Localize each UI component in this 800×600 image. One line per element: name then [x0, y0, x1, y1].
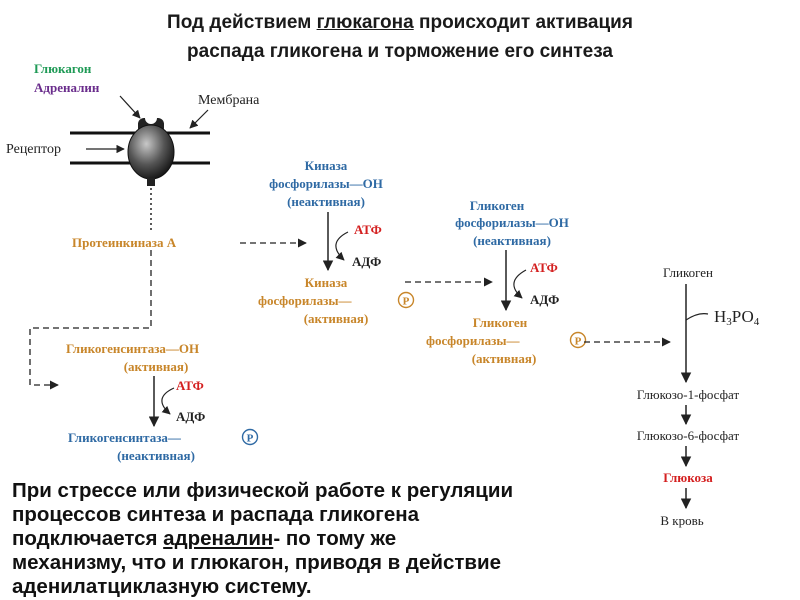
to-blood-label: В кровь — [660, 513, 703, 528]
bottom-line-3: подключается адреналин- по тому же — [12, 527, 702, 551]
phosphorylase-phosphate-symbol: Р — [575, 336, 582, 348]
glucose-6-phosphate-label: Глюкозо-6-фосфат — [637, 428, 740, 443]
membrane-arrow — [189, 109, 209, 129]
bottom-text: - по тому же — [273, 527, 397, 550]
phosphorylase-adp-label: АДФ — [530, 292, 559, 307]
bottom-text: подключается — [12, 527, 164, 550]
bottom-explanation: При стрессе или физической работе к регу… — [12, 479, 702, 600]
phosphorylase-active-line3: (активная) — [472, 351, 537, 366]
kinase-active-line1: Киназа — [305, 275, 348, 290]
pka-to-synthase-path — [29, 250, 152, 390]
h3po4-label: Н3РО4 — [714, 307, 760, 328]
phosphorylase-phosphate-icon — [569, 331, 587, 349]
synthase-active-line1: Гликогенсинтаза—ОН — [66, 341, 199, 356]
synthase-adp-label: АДФ — [176, 409, 205, 424]
phosphorylase-inactive-line3: (неактивная) — [473, 233, 551, 248]
kinase-atp-adp-curve — [335, 231, 349, 261]
title-underlined: глюкагона — [316, 12, 414, 33]
bottom-line-4: механизму, что и глюкагон, приводя в дей… — [12, 551, 501, 574]
bottom-line-2: процессов синтеза и распада гликогена — [12, 503, 420, 526]
phosphorylase-active-line2: фосфорилазы— — [426, 333, 520, 348]
receptor-icon — [127, 112, 175, 186]
bottom-line-1: При стрессе или физической работе к регу… — [12, 479, 514, 502]
glucagon-label: Глюкагон — [34, 61, 92, 76]
title-line-2: распада гликогена и торможение его синте… — [187, 41, 613, 62]
kinase-inactive-line3: (неактивная) — [287, 194, 365, 209]
synthase-phosphate-symbol: Р — [247, 433, 254, 445]
kinase-adp-label: АДФ — [352, 254, 381, 269]
slide-title: Под действием глюкагона происходит актив… — [0, 8, 800, 66]
synthase-phosphate-icon — [241, 428, 259, 446]
protein-kinase-a-label: Протеинкиназа А — [72, 235, 177, 250]
adrenaline-label: Адреналин — [34, 80, 100, 95]
membrane-label: Мембрана — [198, 93, 260, 108]
phosphorylase-atp-label: АТФ — [530, 260, 558, 275]
kinase-inactive-line1: Киназа — [305, 158, 348, 173]
phosphorylase-active-line1: Гликоген — [473, 315, 528, 330]
phosphorylase-inactive-line2: фосфорилазы—ОН — [455, 215, 569, 230]
glycogen-label: Гликоген — [663, 265, 713, 280]
kinase-active-line3: (активная) — [304, 311, 369, 326]
kinase-atp-label: АТФ — [354, 222, 382, 237]
synthase-atp-label: АТФ — [176, 378, 204, 393]
synthase-inactive-line1: Гликогенсинтаза— — [68, 430, 182, 445]
synthase-inactive-line2: (неактивная) — [117, 448, 195, 463]
kinase-phosphate-symbol: Р — [403, 296, 410, 308]
phosphorylase-inactive-line1: Гликоген — [470, 198, 525, 213]
phosphorylase-atp-adp-curve — [513, 269, 527, 299]
synthase-atp-adp-curve — [161, 387, 175, 415]
kinase-inactive-line2: фосфорилазы—ОН — [269, 176, 383, 191]
title-text: Под действием — [167, 12, 317, 33]
receptor-label: Рецептор — [6, 142, 61, 157]
glucose-label: Глюкоза — [663, 470, 713, 485]
kinase-phosphate-icon — [397, 291, 415, 309]
title-line-1: Под действием глюкагона происходит актив… — [0, 8, 800, 37]
bottom-underlined: адреналин — [163, 527, 274, 550]
bottom-line-5: аденилатциклазную систему. — [12, 575, 312, 598]
kinase-active-line2: фосфорилазы— — [258, 293, 352, 308]
synthase-active-line2: (активная) — [124, 359, 189, 374]
hormone-arrow — [119, 95, 141, 119]
title-text: происходит активация — [413, 12, 633, 33]
h3po4-branch — [685, 313, 709, 321]
glucose-1-phosphate-label: Глюкозо-1-фосфат — [637, 387, 740, 402]
